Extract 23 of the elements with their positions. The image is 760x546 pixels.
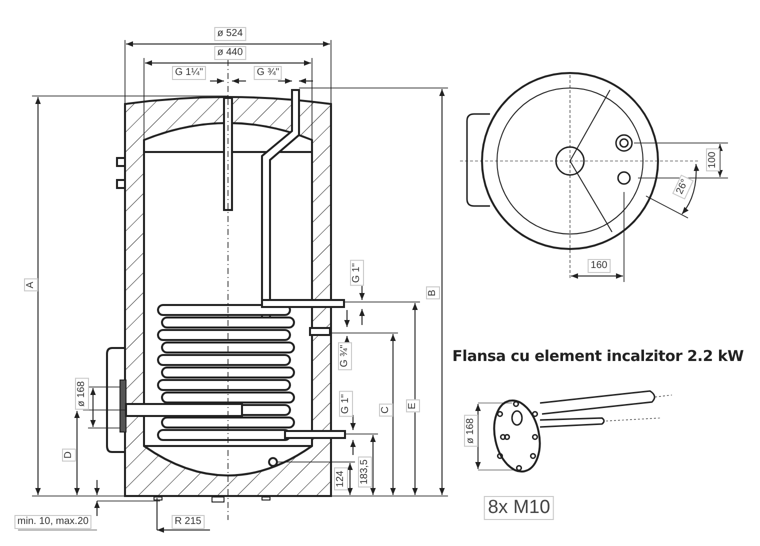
dimension-label: 26° xyxy=(672,174,694,200)
dimension-label: 100 xyxy=(706,148,720,172)
dimension-label: ø 168 xyxy=(75,378,89,410)
dimension-label: G ¾" xyxy=(254,66,282,80)
dimension-label: B xyxy=(426,286,440,300)
dimension-label: E xyxy=(406,400,420,412)
dimension-label: ø 524 xyxy=(214,27,246,41)
dimension-label: 183,5 xyxy=(358,456,372,488)
dimension-label: 124 xyxy=(334,468,348,490)
dimension-label: C xyxy=(379,403,393,417)
dimension-label: R 215 xyxy=(172,515,204,529)
dimension-label: ø 440 xyxy=(214,46,246,60)
bolt-spec-label: 8x M10 xyxy=(484,496,554,520)
dimension-label: G ¾" xyxy=(338,342,352,370)
dimension-label: ø 168 xyxy=(464,415,478,447)
dimension-label: G 1" xyxy=(339,391,353,417)
dimension-label: A xyxy=(24,278,38,292)
dimension-label: G 1" xyxy=(350,260,364,286)
dimension-label: G 1¼" xyxy=(172,66,206,80)
dimension-label: 160 xyxy=(588,259,610,273)
dimension-label: D xyxy=(62,448,76,462)
dimension-label: min. 10, max.20 xyxy=(14,515,92,529)
flange-heading: Flansa cu element incalzitor 2.2 kW xyxy=(452,346,744,367)
